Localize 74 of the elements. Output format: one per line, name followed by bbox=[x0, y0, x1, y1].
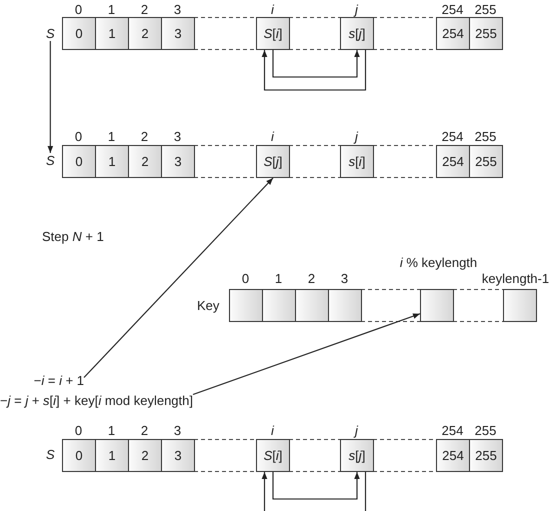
array-name-label: Key bbox=[197, 298, 220, 313]
index-label: i bbox=[271, 2, 274, 17]
index-label: 0 bbox=[242, 271, 250, 286]
index-label: j bbox=[355, 2, 358, 17]
array-name-label: S bbox=[46, 447, 55, 462]
index-label: i % keylength bbox=[398, 255, 478, 270]
index-label: i bbox=[271, 129, 274, 144]
arrow bbox=[48, 41, 54, 153]
arrow bbox=[262, 472, 366, 511]
index-label: j bbox=[355, 129, 358, 144]
index-label: 3 bbox=[340, 271, 348, 286]
arrow bbox=[192, 313, 420, 396]
index-label: 2 bbox=[308, 271, 316, 286]
array-cell: 0 bbox=[62, 439, 96, 472]
array-cell: 254 bbox=[436, 439, 470, 472]
array-cell: 0 bbox=[62, 145, 96, 178]
formula-text: −j = j + s[i] + key[i mod keylength] bbox=[0, 393, 193, 408]
index-label: 2 bbox=[140, 2, 148, 17]
index-label: 254 bbox=[442, 423, 464, 438]
array-cell: s[j] bbox=[340, 439, 374, 472]
index-label: keylength-1 bbox=[482, 271, 550, 286]
index-label: 3 bbox=[174, 129, 182, 144]
arrow bbox=[262, 50, 366, 91]
array-cell: 255 bbox=[469, 145, 503, 178]
key-cell bbox=[328, 289, 362, 322]
index-label: 255 bbox=[474, 129, 496, 144]
array-cell: s[j] bbox=[340, 17, 374, 50]
array-cell: 2 bbox=[128, 145, 162, 178]
array-cell: 3 bbox=[161, 439, 195, 472]
key-cell bbox=[229, 289, 263, 322]
index-label: 254 bbox=[442, 129, 464, 144]
array-cell: 1 bbox=[95, 145, 129, 178]
key-cell bbox=[262, 289, 296, 322]
step-label: Step N + 1 bbox=[42, 229, 104, 244]
arrow bbox=[272, 50, 360, 78]
index-label: 0 bbox=[74, 129, 82, 144]
index-label: 254 bbox=[442, 2, 464, 17]
array-cell: 255 bbox=[469, 439, 503, 472]
key-cell bbox=[420, 289, 454, 322]
formula-text: −i = i + 1 bbox=[14, 373, 84, 388]
array-cell: 3 bbox=[161, 17, 195, 50]
index-label: 2 bbox=[140, 423, 148, 438]
index-label: i bbox=[271, 423, 274, 438]
index-label: 1 bbox=[108, 129, 116, 144]
index-label: 255 bbox=[474, 2, 496, 17]
index-label: 3 bbox=[174, 423, 182, 438]
array-cell: 0 bbox=[62, 17, 96, 50]
array-cell: S[j] bbox=[256, 145, 290, 178]
index-label: 0 bbox=[74, 2, 82, 17]
variable-label: S bbox=[46, 26, 55, 41]
index-label: 0 bbox=[74, 423, 82, 438]
key-cell bbox=[295, 289, 329, 322]
array-cell: 254 bbox=[436, 17, 470, 50]
array-cell: S[i] bbox=[256, 17, 290, 50]
array-cell: 2 bbox=[128, 439, 162, 472]
array-cell: 254 bbox=[436, 145, 470, 178]
variable-label: S bbox=[46, 153, 55, 168]
index-label: j bbox=[355, 423, 358, 438]
array-cell: 1 bbox=[95, 17, 129, 50]
index-label: 1 bbox=[108, 2, 116, 17]
array-cell: 255 bbox=[469, 17, 503, 50]
array-cell: 2 bbox=[128, 17, 162, 50]
array-cell: 3 bbox=[161, 145, 195, 178]
index-label: 1 bbox=[274, 271, 282, 286]
array-cell: S[i] bbox=[256, 439, 290, 472]
array-cell: s[i] bbox=[340, 145, 374, 178]
index-label: 2 bbox=[140, 129, 148, 144]
array-cell: 1 bbox=[95, 439, 129, 472]
key-cell bbox=[503, 289, 537, 322]
arrow bbox=[84, 178, 274, 378]
index-label: 3 bbox=[174, 2, 182, 17]
arrow bbox=[272, 472, 360, 500]
index-label: 1 bbox=[108, 423, 116, 438]
index-label: 255 bbox=[474, 423, 496, 438]
